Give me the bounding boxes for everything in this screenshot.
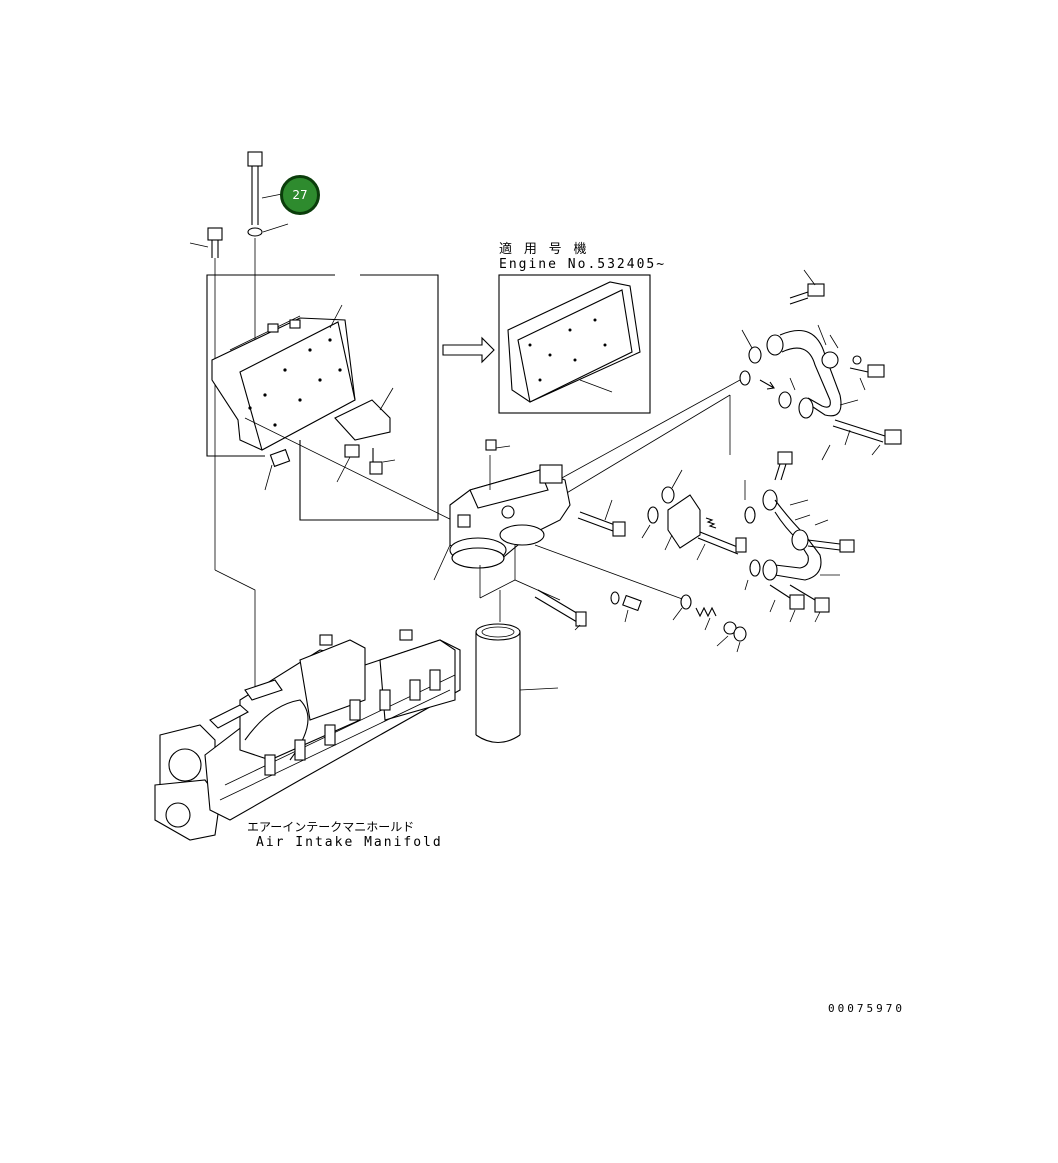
variant-cover (507, 281, 641, 403)
air-intake-manifold (154, 629, 461, 841)
variant-arrow (442, 336, 495, 364)
cooler-cover (211, 304, 356, 451)
assembly-bracket (206, 274, 335, 457)
filter-cartridge (475, 623, 559, 744)
variant-box (498, 274, 651, 414)
manifold-label-jp: エアーインテークマニホールド (247, 820, 415, 834)
upper-pipe-assembly (739, 269, 902, 461)
filter-head (433, 439, 571, 581)
serial-label-en: Engine No.532405~ (499, 257, 667, 272)
serial-label-jp: 適 用 号 機 (499, 242, 589, 257)
short-bolt (189, 227, 223, 570)
relief-valve-parts (672, 594, 747, 653)
manifold-label-en: Air Intake Manifold (256, 835, 443, 850)
lower-pipe-assembly (744, 451, 855, 623)
filter-long-bolt (534, 589, 587, 631)
drain-plug (622, 594, 642, 623)
part-number-badge[interactable]: 27 (280, 175, 320, 215)
drawing-number: 00075970 (828, 1002, 905, 1015)
small-bracket (334, 387, 394, 441)
washer (247, 223, 289, 340)
bracket-bolts (264, 444, 396, 491)
long-bolt (247, 151, 283, 225)
o-ring-small (610, 591, 620, 605)
adapter-flange (641, 469, 747, 561)
side-bolt (577, 499, 626, 537)
